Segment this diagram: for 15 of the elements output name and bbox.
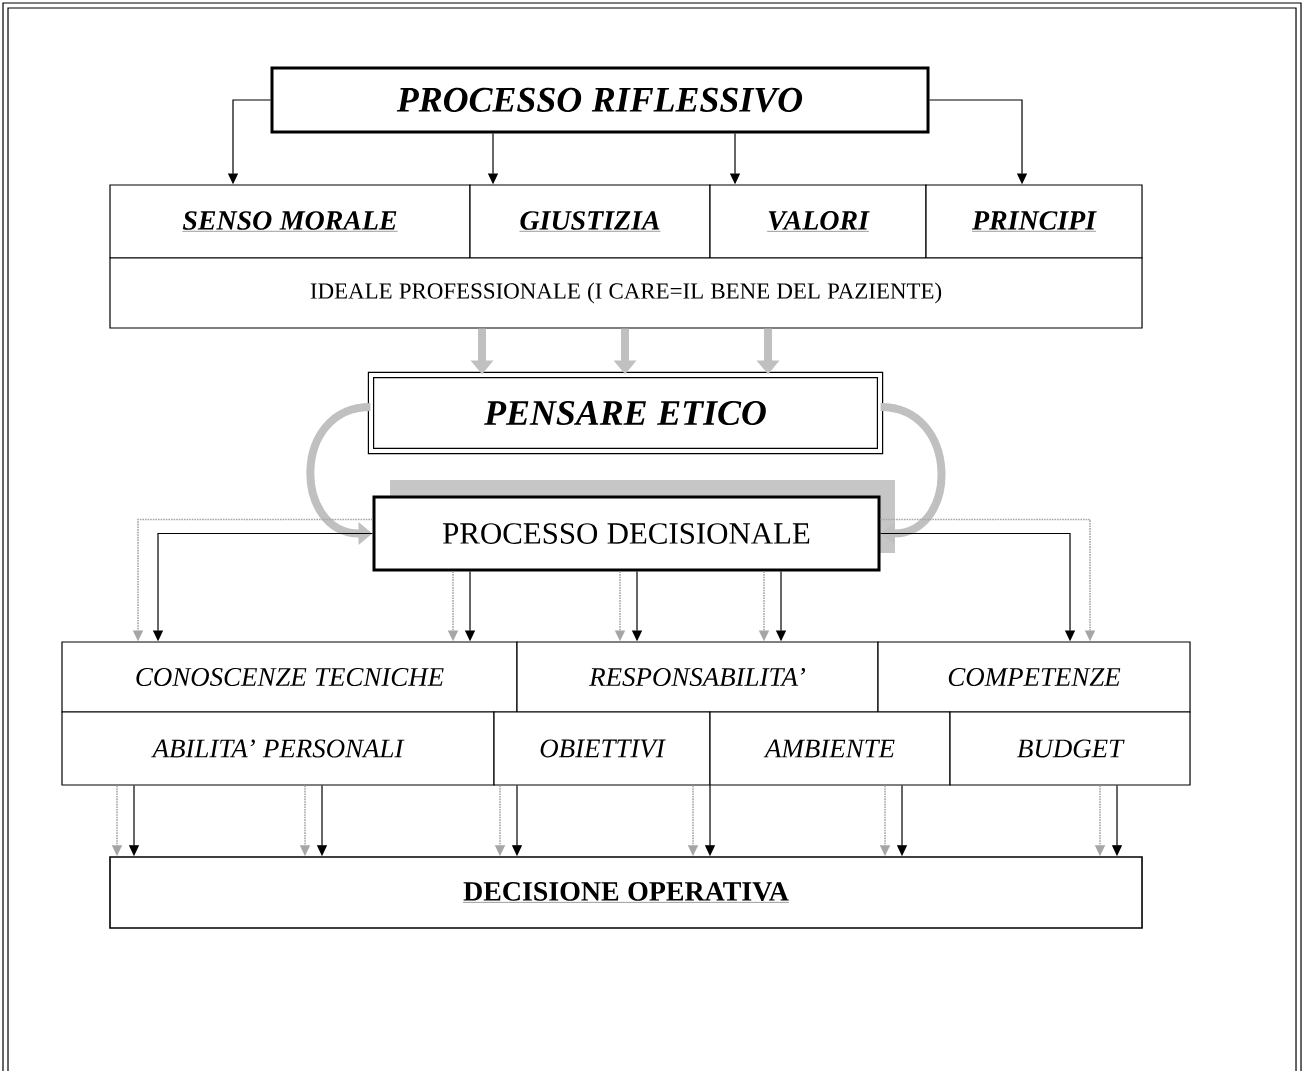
table-cell: GIUSTIZIA xyxy=(469,184,711,259)
table-cell: VALORI xyxy=(709,184,927,259)
table-cell: AMBIENTE xyxy=(709,711,951,786)
table-cell: SENSO MORALE xyxy=(109,184,471,259)
table-cell: BUDGET xyxy=(949,711,1191,786)
table-cell: OBIETTIVI xyxy=(493,711,711,786)
table-cell: ABILITA’ PERSONALI xyxy=(61,711,495,786)
table-cell: CONOSCENZE TECNICHE xyxy=(61,641,518,713)
title-box: PROCESSO RIFLESSIVO xyxy=(270,66,930,134)
result-box: DECISIONE OPERATIVA xyxy=(109,856,1143,929)
table-cell: PRINCIPI xyxy=(925,184,1143,259)
process-box: PROCESSO DECISIONALE xyxy=(372,495,881,572)
table-cell: RESPONSABILITA’ xyxy=(516,641,879,713)
double-border-box: PENSARE ETICO xyxy=(367,371,884,455)
table-cell: COMPETENZE xyxy=(877,641,1191,713)
